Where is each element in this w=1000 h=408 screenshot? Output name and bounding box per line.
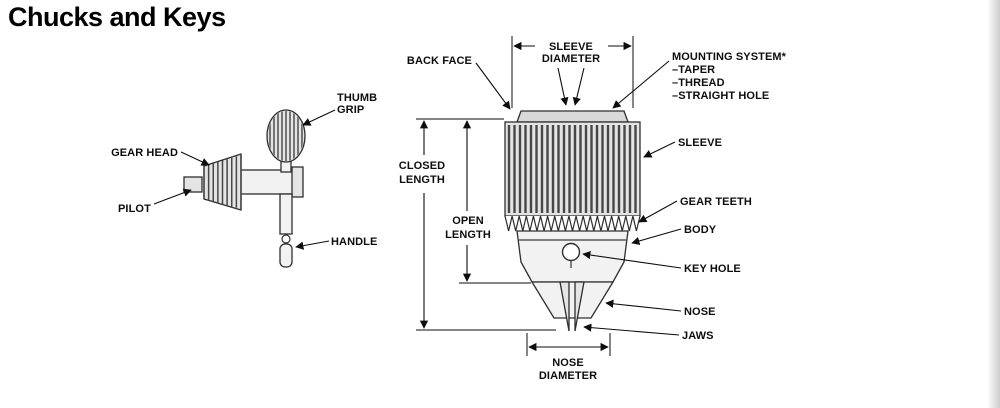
jaws-label: JAWS	[682, 330, 714, 342]
chuck-jaw-left-shape	[559, 281, 570, 332]
gear-teeth-label: GEAR TEETH	[680, 196, 752, 208]
nose-leader	[605, 299, 682, 312]
sleeve-diameter-label-line1: SLEEVE	[549, 41, 593, 53]
chuck-nose-shape	[530, 281, 615, 319]
chuck-cap-shape	[516, 110, 629, 123]
pilot-label: PILOT	[118, 203, 151, 215]
sleeve-dia-pointer-left	[557, 67, 569, 106]
gear-head-leader	[180, 151, 210, 166]
key-handle-upper-shape	[279, 193, 293, 235]
jaws-leader	[583, 323, 680, 336]
nose-diameter-label-line1: NOSE	[552, 357, 584, 369]
gear-teeth-leader	[638, 200, 678, 223]
back-face-leader	[475, 62, 511, 110]
sleeve-diameter-label-line2: DIAMETER	[542, 53, 600, 65]
thumb-grip-leader	[302, 109, 336, 126]
sleeve-label: SLEEVE	[678, 137, 722, 149]
nose-label: NOSE	[684, 306, 716, 318]
sleeve-leader	[643, 141, 676, 158]
mounting-thread-label: –THREAD	[672, 77, 725, 89]
key-handle-lower-shape	[279, 243, 293, 268]
gear-head-label: GEAR HEAD	[111, 147, 178, 159]
chuck-sleeve-shape	[504, 121, 641, 217]
mounting-system-leader	[612, 60, 670, 109]
thumb-grip-label-line1: THUMB	[337, 92, 377, 104]
chuck-key-hole-shape	[561, 242, 581, 262]
sleeve-dia-pointer-right	[572, 67, 585, 106]
body-leader	[631, 228, 682, 245]
open-length-label-line2: LENGTH	[445, 229, 491, 241]
body-label: BODY	[684, 224, 717, 236]
sleeve-knurl	[507, 125, 637, 213]
key-pilot-shape	[183, 176, 203, 193]
nose-diameter-label-line2: DIAMETER	[539, 370, 597, 382]
chuck-annotations: SLEEVE DIAMETER BACK FACE MOUNTING SYSTE…	[397, 36, 787, 382]
closed-length-label-line1: CLOSED	[399, 160, 445, 172]
handle-leader	[295, 240, 330, 250]
key-collar-shape	[291, 166, 304, 198]
open-length-label-line1: OPEN	[452, 215, 484, 227]
mounting-taper-label: –TAPER	[672, 64, 715, 76]
key-gear-teeth-hatch	[203, 155, 242, 209]
mounting-system-label: MOUNTING SYSTEM*	[672, 51, 787, 63]
thumb-grip-label-line2: GRIP	[337, 104, 364, 116]
closed-length-label-line2: LENGTH	[399, 174, 445, 186]
thumb-grip-knurl	[269, 111, 303, 161]
pilot-leader	[153, 188, 192, 205]
mounting-straight-hole-label: –STRAIGHT HOLE	[672, 90, 769, 102]
chuck-jaw-right-shape	[574, 281, 585, 332]
key-handle-joint-shape	[281, 234, 291, 244]
page-title: Chucks and Keys	[8, 2, 226, 32]
chuck-key-figure: THUMB GRIP GEAR HEAD PILOT HANDLE	[111, 92, 377, 268]
key-hole-leader	[582, 250, 682, 269]
key-hole-label: KEY HOLE	[684, 263, 741, 275]
back-face-label: BACK FACE	[407, 55, 472, 67]
chuck-gear-teeth-shape	[504, 215, 641, 232]
handle-label: HANDLE	[331, 236, 377, 248]
open-length-label-mask	[441, 211, 495, 245]
chuck-figure	[504, 110, 641, 332]
closed-length-label-mask	[397, 155, 449, 193]
key-body-shape	[237, 169, 296, 195]
